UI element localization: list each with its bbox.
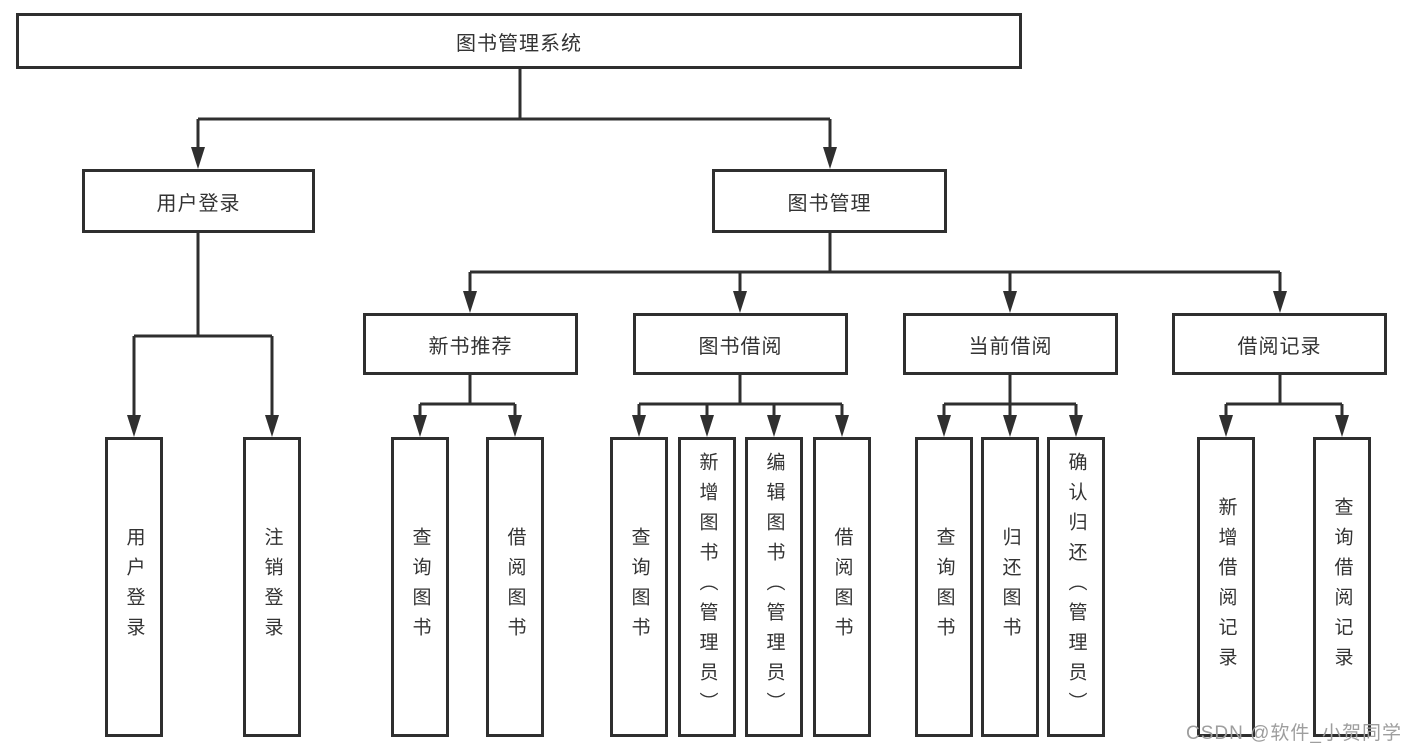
node-borrowing-records: 借阅记录 [1172,313,1387,375]
node-label: 借阅记录 [1237,335,1322,358]
leaf-logout: 注销登录 [243,437,301,737]
leaf-label: 查询图书 [409,527,431,647]
leaf-label: 借阅图书 [831,527,853,647]
node-new-book-recommendation: 新书推荐 [363,313,578,375]
node-current-borrowing: 当前借阅 [903,313,1118,375]
node-label: 新书推荐 [428,335,513,358]
leaf-query-borrow-record: 查询借阅记录 [1313,437,1371,737]
leaf-label: 借阅图书 [504,527,526,647]
leaf-user-login: 用户登录 [105,437,163,737]
leaf-label: 编辑图书（管理员） [763,452,785,722]
node-label: 图书借阅 [698,335,783,358]
leaf-label: 注销登录 [261,527,283,647]
leaf-borrow-books-recommend: 借阅图书 [486,437,544,737]
node-label: 当前借阅 [968,335,1053,358]
leaf-label: 用户登录 [123,527,145,647]
node-library-management-system: 图书管理系统 [16,13,1022,69]
leaf-label: 确认归还（管理员） [1065,452,1087,722]
leaf-label: 查询借阅记录 [1331,497,1353,677]
leaf-label: 新增图书（管理员） [696,452,718,722]
leaf-label: 新增借阅记录 [1215,497,1237,677]
leaf-return-book: 归还图书 [981,437,1039,737]
node-label: 用户登录 [156,192,241,215]
node-user-login: 用户登录 [82,169,315,233]
csdn-watermark: CSDN @软件_小贺同学 [1186,723,1402,744]
leaf-borrow-books-borrowing: 借阅图书 [813,437,871,737]
node-label: 图书管理系统 [456,32,582,55]
node-label: 图书管理 [787,192,872,215]
node-book-management: 图书管理 [712,169,947,233]
leaf-confirm-return-admin: 确认归还（管理员） [1047,437,1105,737]
leaf-query-books-current: 查询图书 [915,437,973,737]
leaf-query-books-borrowing: 查询图书 [610,437,668,737]
leaf-label: 查询图书 [933,527,955,647]
leaf-label: 查询图书 [628,527,650,647]
leaf-label: 归还图书 [999,527,1021,647]
leaf-edit-book-admin: 编辑图书（管理员） [745,437,803,737]
leaf-add-borrow-record: 新增借阅记录 [1197,437,1255,737]
leaf-add-book-admin: 新增图书（管理员） [678,437,736,737]
node-book-borrowing: 图书借阅 [633,313,848,375]
leaf-query-books-recommend: 查询图书 [391,437,449,737]
